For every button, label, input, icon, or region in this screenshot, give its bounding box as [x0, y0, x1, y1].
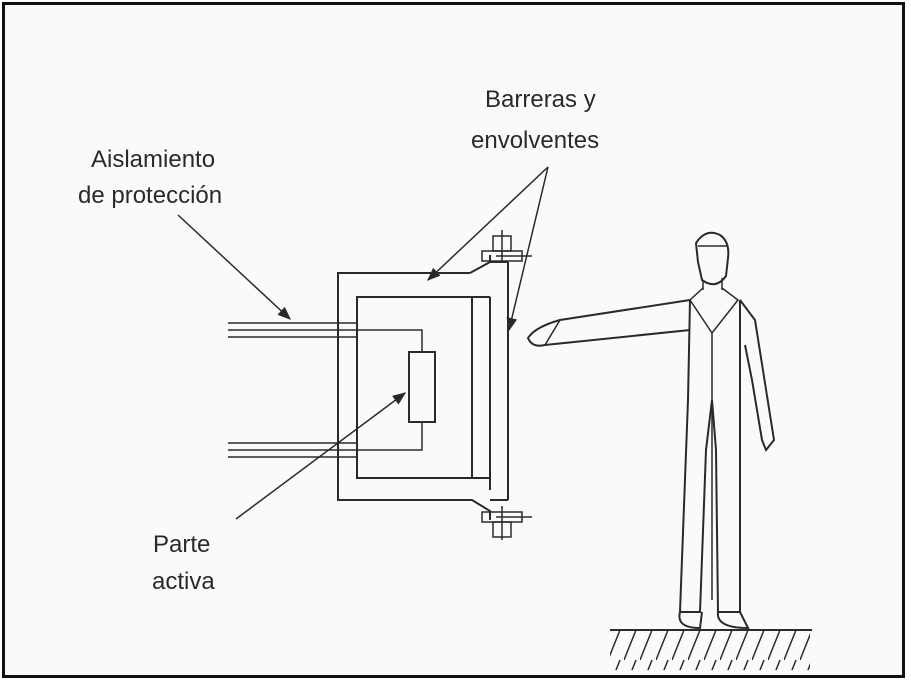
label-parte-line1: Parte	[153, 531, 210, 558]
arrow-barreras-enclosure	[427, 166, 549, 281]
arrow-aislamiento	[177, 214, 291, 320]
conductor-top	[228, 322, 358, 338]
live-part-wiring	[358, 329, 423, 451]
ground	[610, 629, 812, 670]
label-aislamiento-line2: de protección	[78, 182, 222, 209]
conductor-bottom	[228, 442, 358, 458]
live-part	[408, 351, 436, 423]
label-parte-line2: activa	[152, 568, 215, 595]
arrow-parte-activa	[235, 392, 407, 520]
person-figure	[526, 231, 776, 630]
label-aislamiento-line1: Aislamiento	[91, 146, 215, 173]
label-barreras-line2: envolventes	[471, 127, 599, 154]
arrow-barreras-plate	[506, 166, 549, 332]
enclosure-inner	[356, 296, 473, 479]
enclosure-outer	[337, 255, 491, 520]
label-barreras-line1: Barreras y	[485, 86, 596, 113]
bolt-bottom	[481, 506, 532, 540]
barrier-plate	[472, 261, 509, 501]
